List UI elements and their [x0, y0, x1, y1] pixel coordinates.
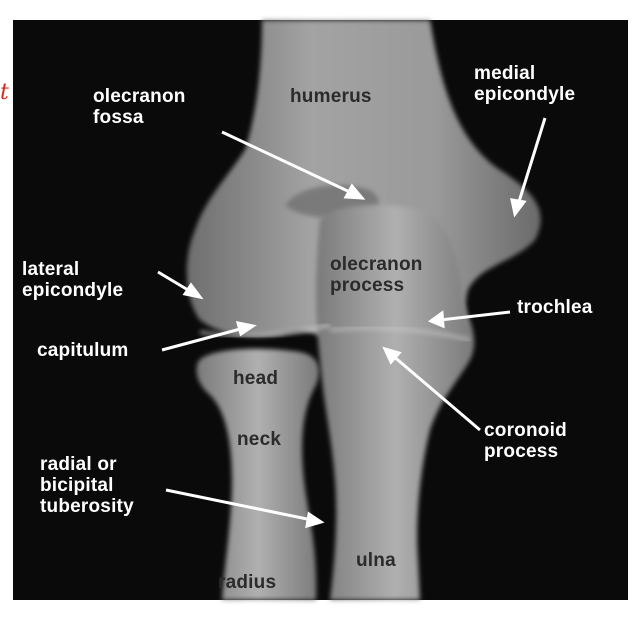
- radius-bone: [196, 348, 319, 600]
- label-olecranon-process: olecranon process: [330, 254, 423, 296]
- label-ulna: ulna: [356, 550, 396, 571]
- label-humerus: humerus: [290, 86, 372, 107]
- label-coronoid-process: coronoid process: [484, 420, 567, 462]
- label-capitulum: capitulum: [37, 340, 129, 361]
- label-olecranon-fossa: olecranon fossa: [93, 86, 186, 128]
- label-radial-tuberosity: radial or bicipital tuberosity: [40, 454, 134, 517]
- arrow-capitulum: [161, 326, 245, 352]
- label-neck: neck: [237, 429, 282, 450]
- label-radius: radius: [218, 572, 277, 593]
- ulna-bone: [316, 204, 475, 600]
- arrow-trochlea: [439, 310, 511, 322]
- joint-line: [329, 326, 471, 342]
- label-head: head: [233, 368, 279, 389]
- arrow-coronoid: [391, 353, 481, 432]
- joint-line: [199, 323, 331, 338]
- arrow-medial-epicondyle: [516, 117, 547, 206]
- pointer-arrows: [157, 117, 547, 529]
- handwritten-mark: t: [0, 80, 9, 105]
- label-lateral-epicondyle: lateral epicondyle: [22, 259, 124, 301]
- label-medial-epicondyle: medial epicondyle: [474, 63, 576, 105]
- arrow-olecranon-fossa: [221, 130, 353, 195]
- label-trochlea: trochlea: [517, 297, 593, 318]
- arrow-tuberosity: [165, 488, 313, 522]
